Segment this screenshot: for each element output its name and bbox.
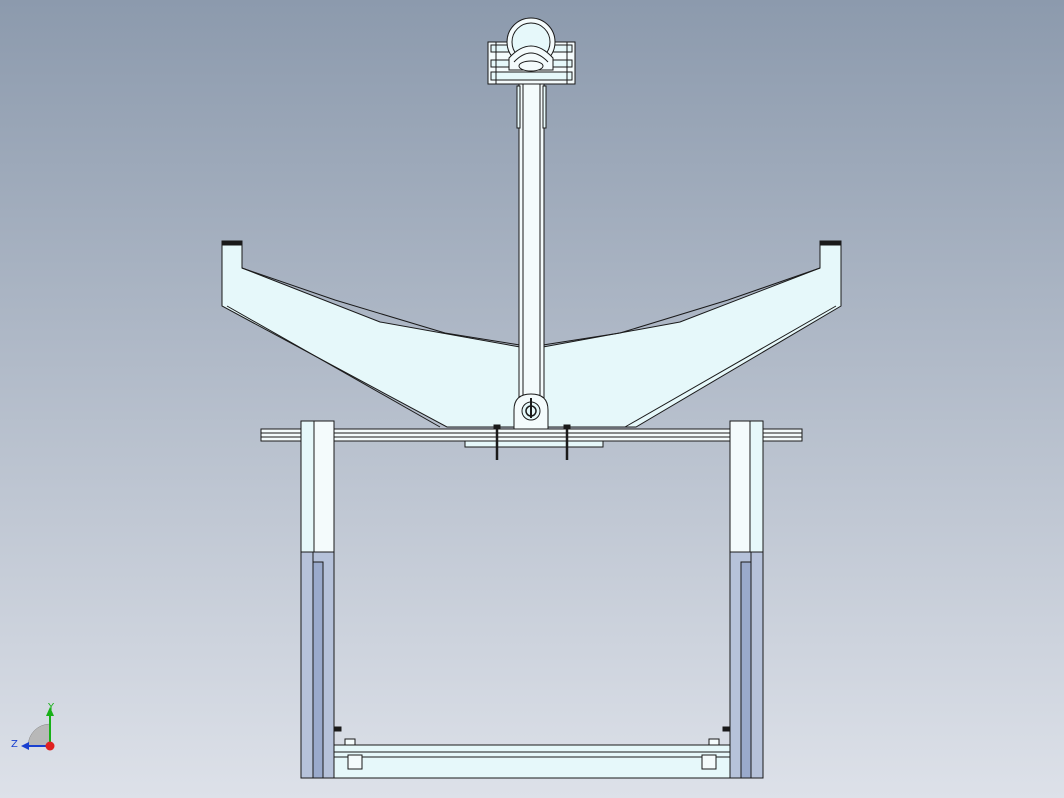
v-cradle[interactable] bbox=[221, 240, 842, 428]
rail-end-left bbox=[347, 754, 363, 770]
coordinate-triad[interactable]: Y Z bbox=[11, 702, 55, 751]
beam-mount-plate bbox=[464, 440, 604, 448]
vertical-post[interactable] bbox=[513, 65, 549, 431]
post-sleeve-left bbox=[516, 85, 521, 129]
cross-beam[interactable] bbox=[260, 424, 803, 460]
left-leg-upper-inner bbox=[313, 420, 335, 553]
rail-body bbox=[333, 744, 731, 779]
rail-end-right bbox=[701, 754, 717, 770]
y-axis-arrow bbox=[46, 707, 54, 716]
left-leg[interactable] bbox=[300, 420, 342, 779]
y-axis-label: Y bbox=[47, 702, 55, 713]
cradle-facet-right bbox=[542, 267, 821, 346]
clamp-jaw-inner bbox=[513, 52, 549, 63]
cradle-facet-left bbox=[241, 267, 521, 346]
clamp-plate-bot bbox=[490, 71, 573, 81]
post-sleeve-right bbox=[542, 85, 547, 129]
beam-body bbox=[260, 428, 803, 442]
cradle-edge-left bbox=[226, 305, 441, 428]
right-leg-lower-inner bbox=[740, 561, 752, 779]
bottom-rail[interactable] bbox=[333, 738, 731, 779]
right-leg[interactable] bbox=[722, 420, 764, 779]
cradle-cap-right bbox=[820, 240, 842, 246]
left-leg-lower-inner bbox=[312, 561, 324, 779]
right-leg-upper-inner bbox=[729, 420, 751, 553]
rail-bracket-right bbox=[708, 738, 720, 746]
x-axis-dot bbox=[45, 741, 55, 751]
clamp-throat bbox=[518, 60, 544, 72]
top-clamp[interactable] bbox=[487, 17, 576, 85]
right-foot-clip bbox=[722, 726, 730, 732]
beam-bolt-head-left bbox=[493, 424, 501, 429]
cradle-cap-left bbox=[221, 240, 243, 246]
beam-bolt-head-right bbox=[563, 424, 571, 429]
z-axis-arrow bbox=[21, 742, 29, 750]
z-axis-label: Z bbox=[11, 739, 18, 750]
rail-bracket-left bbox=[344, 738, 356, 746]
left-foot-clip bbox=[334, 726, 342, 732]
cradle-edge-right bbox=[624, 305, 837, 428]
